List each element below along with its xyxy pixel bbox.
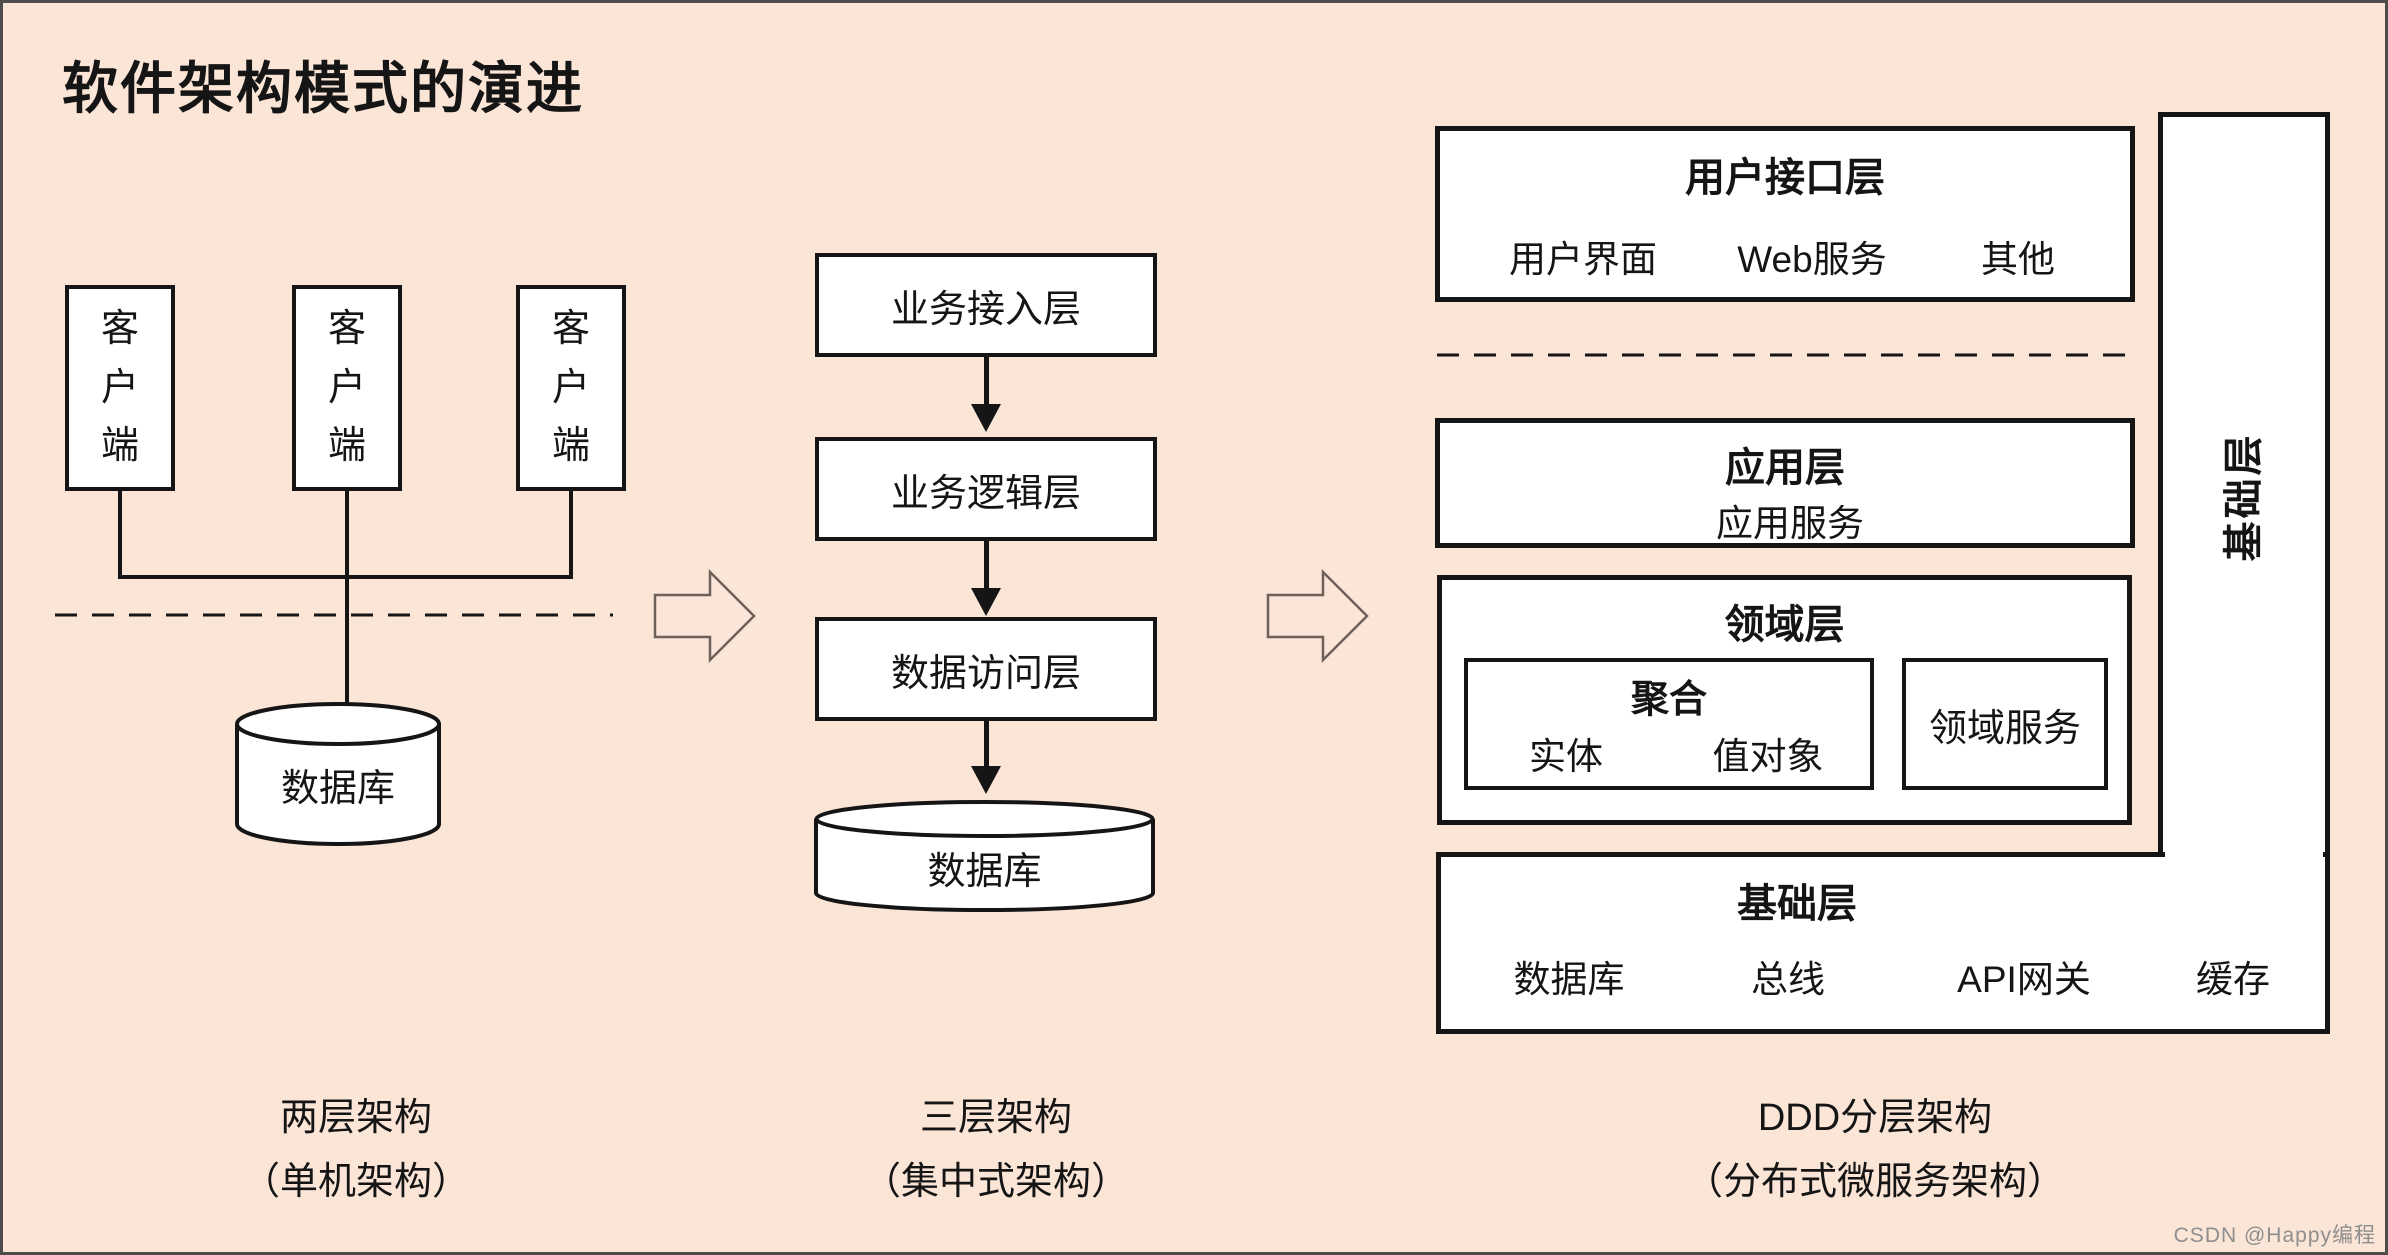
infra-layer-item: 总线 — [1751, 959, 1825, 1000]
domain-layer-title: 领域层 — [1724, 603, 1845, 647]
client-box-1: 客户端 — [65, 285, 175, 491]
ui-layer-item: 其他 — [1981, 239, 2055, 280]
page-title: 软件架构模式的演进 — [62, 57, 584, 120]
infra-layer-item: API网关 — [1957, 959, 2091, 1000]
aggregate-box: 聚合 实体 值对象 — [1464, 658, 1874, 790]
app-layer-title: 应用层 — [1725, 446, 1845, 490]
database-label: 数据库 — [927, 851, 1042, 893]
infra-layer-title: 基础层 — [1737, 882, 1857, 926]
caption-ddd-sub: （分布式微服务架构） — [1684, 1161, 2066, 1203]
app-layer-item: 应用服务 — [1716, 503, 1864, 544]
layer-box-logic: 业务逻辑层 — [815, 437, 1157, 541]
ui-layer-item: 用户界面 — [1509, 239, 1657, 280]
down-arrow-line — [984, 541, 989, 596]
down-arrow-head — [971, 404, 1001, 432]
caption-three-layer-sub: （集中式架构） — [862, 1161, 1130, 1203]
evolution-arrow-1 — [653, 568, 756, 664]
domain-service-label: 领域服务 — [1928, 707, 2081, 750]
client-box-2: 客户端 — [292, 285, 402, 491]
layer-label: 业务逻辑层 — [890, 472, 1081, 515]
client-label: 客户端 — [551, 307, 590, 468]
client-label: 客户端 — [327, 307, 366, 468]
caption-two-layer-sub: （单机架构） — [241, 1161, 471, 1203]
layer-label: 业务接入层 — [890, 288, 1081, 331]
down-arrow-line — [984, 721, 989, 774]
connector-line — [118, 491, 122, 579]
ui-layer-title: 用户接口层 — [1685, 156, 1885, 200]
infra-layer-item: 数据库 — [1513, 959, 1625, 1000]
database-cylinder — [814, 800, 1155, 913]
aggregate-item: 实体 — [1529, 736, 1603, 777]
database-label: 数据库 — [280, 768, 395, 810]
connector-line — [569, 491, 573, 579]
ui-layer-box: 用户接口层 用户界面 Web服务 其他 — [1435, 126, 2135, 302]
aggregate-title: 聚合 — [1630, 679, 1707, 721]
box-merge-patch — [2165, 849, 2323, 862]
down-arrow-line — [984, 357, 989, 412]
layer-box-access: 业务接入层 — [815, 253, 1157, 357]
app-layer-box: 应用层 应用服务 — [1435, 418, 2135, 548]
ui-layer-item: Web服务 — [1737, 239, 1887, 280]
layer-label: 数据访问层 — [890, 652, 1081, 695]
domain-layer-box: 领域层 聚合 实体 值对象 领域服务 — [1437, 575, 2132, 825]
database-cylinder — [235, 702, 441, 846]
caption-ddd: DDD分层架构 — [1757, 1097, 1993, 1139]
client-label: 客户端 — [100, 307, 139, 468]
dashed-line-right — [1437, 353, 2133, 357]
caption-two-layer: 两层架构 — [279, 1097, 433, 1139]
evolution-arrow-2 — [1266, 568, 1369, 664]
down-arrow-head — [971, 588, 1001, 616]
watermark: CSDN @Happy编程 — [2173, 1224, 2376, 1247]
down-arrow-head — [971, 766, 1001, 794]
infra-vertical-label: 基础层 — [2222, 432, 2266, 562]
connector-line — [345, 491, 349, 710]
infra-layer-box: 基础层 数据库 总线 API网关 缓存 — [1436, 852, 2330, 1034]
domain-service-box: 领域服务 — [1902, 658, 2108, 790]
dashed-line-left — [55, 613, 613, 617]
aggregate-item: 值对象 — [1712, 736, 1824, 777]
layer-box-data-access: 数据访问层 — [815, 617, 1157, 721]
caption-three-layer: 三层架构 — [919, 1097, 1073, 1139]
infra-layer-item: 缓存 — [2196, 959, 2270, 1000]
infra-vertical-box — [2158, 112, 2330, 858]
client-box-3: 客户端 — [516, 285, 626, 491]
